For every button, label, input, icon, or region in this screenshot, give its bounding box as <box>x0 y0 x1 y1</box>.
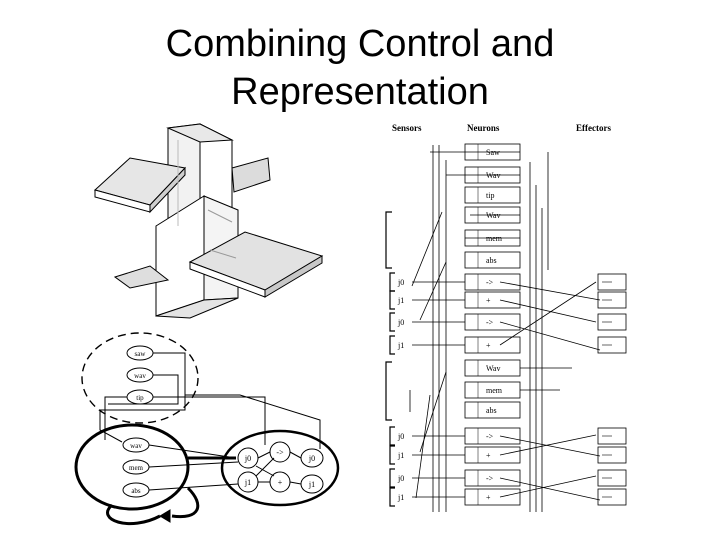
circuit-diagram: Sensors Neurons Effectors SawWavtipWavme… <box>385 123 627 512</box>
sensor-node-wav: wav <box>126 367 154 383</box>
neuron-label: + <box>486 341 491 350</box>
sensor-node-saw: saw <box>126 345 154 361</box>
memory-node-mem: mem <box>122 459 150 475</box>
circuit-wires <box>409 151 601 501</box>
sensor-bracket: j0 <box>389 312 465 332</box>
effector-box <box>597 273 627 291</box>
neuron-label: + <box>486 451 491 460</box>
header-neurons: Neurons <box>467 123 500 133</box>
svg-text:j1: j1 <box>308 480 315 489</box>
title-line-1: Combining Control and <box>165 23 555 65</box>
svg-text:tip: tip <box>136 394 144 402</box>
effector-box <box>597 469 627 487</box>
neuron-label: + <box>486 493 491 502</box>
bracket-label: j1 <box>397 341 404 350</box>
memory-group-outline <box>74 423 190 511</box>
sensor-bracket: j0 <box>389 468 465 488</box>
neuron-label: mem <box>486 386 503 395</box>
title-line-2: Representation <box>231 71 489 113</box>
neuron-box: mem <box>464 381 521 399</box>
neuron-box: + <box>464 488 521 506</box>
sensor-bracket: j0 <box>389 272 465 292</box>
sensor-node-tip: tip <box>126 389 154 405</box>
neuron-box: -> <box>464 273 521 291</box>
svg-text:+: + <box>278 478 283 487</box>
svg-text:->: -> <box>276 448 284 457</box>
sensor-bracket: j1 <box>389 487 465 507</box>
effector-box <box>597 291 627 309</box>
bracket-label: j0 <box>397 474 404 483</box>
svg-text:wav: wav <box>134 372 146 380</box>
joint-group-outline <box>220 429 340 507</box>
network-graph: saw wav tip wav mem abs j0 <box>74 332 340 526</box>
neuron-box: + <box>464 336 521 354</box>
svg-text:wav: wav <box>130 442 142 450</box>
neuron-box: -> <box>464 469 521 487</box>
morphology-sketch <box>93 123 324 319</box>
joint-node-j1: j1 <box>237 471 259 493</box>
neuron-box: + <box>464 291 521 309</box>
neuron-label: Wav <box>486 364 500 373</box>
effector-box <box>597 488 627 506</box>
bracket-label: j0 <box>397 278 404 287</box>
circuit-bus-lines <box>432 145 549 512</box>
neuron-label: Saw <box>486 148 500 157</box>
sensor-brackets: j0 j1 j0 j1 j0 j1 j0 j1 <box>389 272 465 507</box>
header-effectors: Effectors <box>576 123 611 133</box>
sensor-bracket: j0 <box>389 426 465 446</box>
effector-box <box>597 427 627 445</box>
neuron-label: + <box>486 296 491 305</box>
network-edges <box>99 352 321 526</box>
neuron-box: -> <box>464 313 521 331</box>
neuron-box: tip <box>464 186 521 204</box>
joint-node-j1-out: j1 <box>300 474 324 494</box>
svg-text:abs: abs <box>131 487 141 495</box>
svg-text:mem: mem <box>129 464 144 472</box>
neuron-label: Wav <box>486 211 500 220</box>
sensor-bracket: j1 <box>389 335 465 355</box>
sensor-bracket: j1 <box>389 290 465 310</box>
effector-box <box>597 313 627 331</box>
sensor-bracket: j1 <box>389 445 465 465</box>
effector-box <box>597 446 627 464</box>
neuron-label: Wav <box>486 171 500 180</box>
memory-node-wav: wav <box>122 437 150 453</box>
sensor-group-outline <box>81 332 199 424</box>
svg-text:saw: saw <box>135 350 147 358</box>
neuron-box: abs <box>464 401 521 419</box>
neuron-label: -> <box>486 318 494 327</box>
neuron-label: -> <box>486 278 494 287</box>
neuron-box: -> <box>464 427 521 445</box>
bracket-label: j1 <box>397 493 404 502</box>
neuron-label: mem <box>486 234 503 243</box>
neuron-label: tip <box>486 191 494 200</box>
bracket-label: j0 <box>397 432 404 441</box>
neuron-label: abs <box>486 406 497 415</box>
bracket-label: j1 <box>397 296 404 305</box>
neuron-box: Wav <box>464 359 521 377</box>
memory-node-abs: abs <box>122 482 150 498</box>
svg-text:j1: j1 <box>244 478 251 487</box>
header-sensors: Sensors <box>392 123 422 133</box>
svg-text:j0: j0 <box>308 454 315 463</box>
svg-text:j0: j0 <box>244 454 251 463</box>
neuron-box: + <box>464 446 521 464</box>
effector-boxes <box>597 273 627 506</box>
effector-box <box>597 336 627 354</box>
joint-node-j0-out: j0 <box>300 448 324 468</box>
bracket-label: j0 <box>397 318 404 327</box>
slide-title: Combining Control and Representation <box>0 20 720 116</box>
group-brackets <box>385 211 392 421</box>
bracket-label: j1 <box>397 451 404 460</box>
neuron-label: -> <box>486 474 494 483</box>
neuron-box: abs <box>464 251 521 269</box>
joint-node-j0: j0 <box>237 447 259 469</box>
neuron-label: -> <box>486 432 494 441</box>
neuron-label: abs <box>486 256 497 265</box>
